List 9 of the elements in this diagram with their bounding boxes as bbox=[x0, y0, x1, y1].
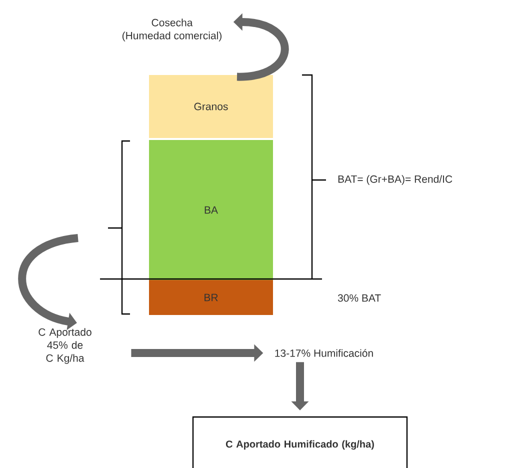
note-text: 30% BAT bbox=[338, 294, 381, 302]
note-text: BAT= (Gr+BA)= Rend/IC bbox=[338, 175, 452, 185]
result-box: C Aportado Humificado (kg/ha) bbox=[192, 416, 408, 468]
layer-block: BR bbox=[149, 280, 273, 315]
caption-text: Cosecha (Humedad comercial) bbox=[122, 18, 222, 42]
layer-block: BA bbox=[149, 140, 273, 280]
layer-block: Granos bbox=[149, 75, 273, 138]
flow-text: C Aportado 45% de C Kg/ha bbox=[38, 328, 92, 364]
flow-text: 13-17% Humificación bbox=[275, 349, 373, 357]
